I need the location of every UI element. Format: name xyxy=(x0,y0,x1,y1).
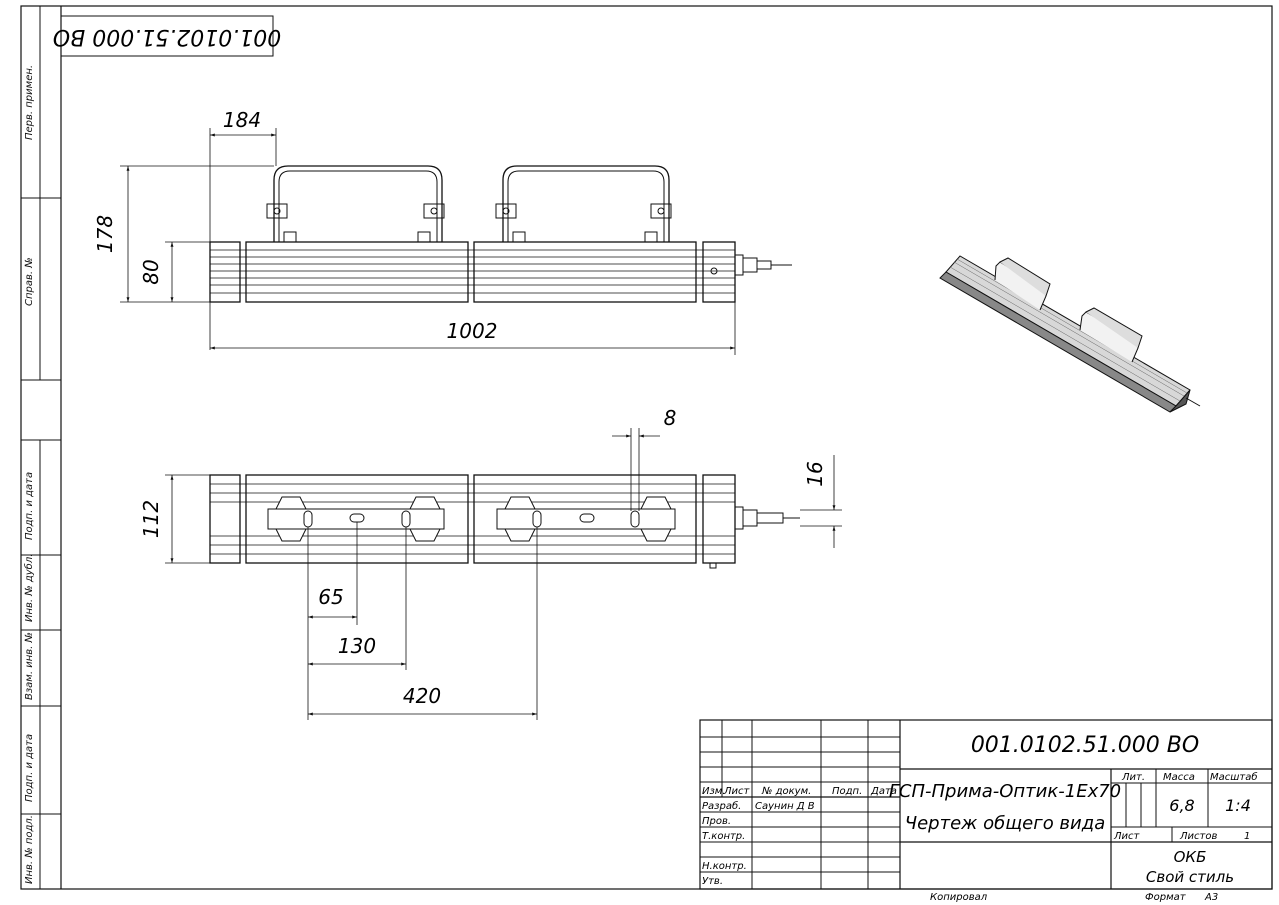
col-podp: Подп. xyxy=(832,786,862,797)
top-view xyxy=(209,474,800,569)
doc-code: 001.0102.51.000 ВО xyxy=(971,733,1199,758)
masshtab-label: Масштаб xyxy=(1210,771,1258,783)
label-podp-data-2: Подп. и дата xyxy=(24,733,35,802)
label-sprav-no: Справ. № xyxy=(24,257,35,306)
row-utv: Утв. xyxy=(702,876,723,887)
listov-value: 1 xyxy=(1244,831,1250,842)
razrab-name: Саунин Д В xyxy=(755,801,815,812)
lit-label: Лит. xyxy=(1121,772,1145,783)
org-line2: Свой стиль xyxy=(1146,868,1234,886)
rotated-stamp-box xyxy=(60,15,274,57)
org-line1: ОКБ xyxy=(1174,848,1207,866)
dim-65: 65 xyxy=(318,585,343,609)
dim-8: 8 xyxy=(664,406,677,430)
sheet-border xyxy=(20,5,1273,890)
label-perv-primen: Перв. примен. xyxy=(24,64,35,140)
front-dimensions xyxy=(120,128,736,355)
label-vzam-inv: Взам. инв. № xyxy=(24,632,35,700)
dim-184: 184 xyxy=(223,108,261,132)
label-podp-data-1: Подп. и дата xyxy=(24,471,35,540)
dim-130: 130 xyxy=(338,634,376,658)
col-list: Лист xyxy=(723,786,751,797)
product-name: ГСП-Прима-Оптик-1Ех70 xyxy=(889,781,1121,802)
listov-label: Листов xyxy=(1179,831,1217,842)
massa-value: 6,8 xyxy=(1169,796,1194,815)
label-inv-dubl: Инв. № дубл. xyxy=(24,553,35,622)
dim-80: 80 xyxy=(139,259,163,284)
front-view xyxy=(209,165,792,303)
kopiroval-label: Копировал xyxy=(930,892,988,903)
massa-label: Масса xyxy=(1163,772,1195,783)
list-label: Лист xyxy=(1113,831,1141,842)
format-value: А3 xyxy=(1204,892,1218,903)
dim-420: 420 xyxy=(403,684,441,708)
rotated-stamp-code: 001.0102.51.000 ВО xyxy=(53,24,281,49)
dim-16: 16 xyxy=(803,461,827,486)
top-dimensions xyxy=(165,428,842,720)
col-izm: Изм. xyxy=(702,786,726,797)
col-data: Дата xyxy=(870,786,897,797)
col-docum: № докум. xyxy=(761,786,811,797)
masshtab-value: 1:4 xyxy=(1225,796,1251,815)
dim-1002: 1002 xyxy=(447,319,498,343)
dim-178: 178 xyxy=(93,215,117,253)
format-label: Формат xyxy=(1145,892,1187,903)
row-prov: Пров. xyxy=(702,816,731,827)
drawing-type: Чертеж общего вида xyxy=(905,813,1105,834)
row-tkontr: Т.контр. xyxy=(702,831,745,842)
row-razrab: Разраб. xyxy=(702,800,741,812)
label-inv-podl: Инв. № подл. xyxy=(24,815,35,884)
dim-112: 112 xyxy=(139,500,163,538)
left-margin-strip xyxy=(21,6,61,889)
isometric-view xyxy=(939,255,1201,413)
row-nkontr: Н.контр. xyxy=(702,861,747,872)
title-block-grid xyxy=(699,719,1273,890)
